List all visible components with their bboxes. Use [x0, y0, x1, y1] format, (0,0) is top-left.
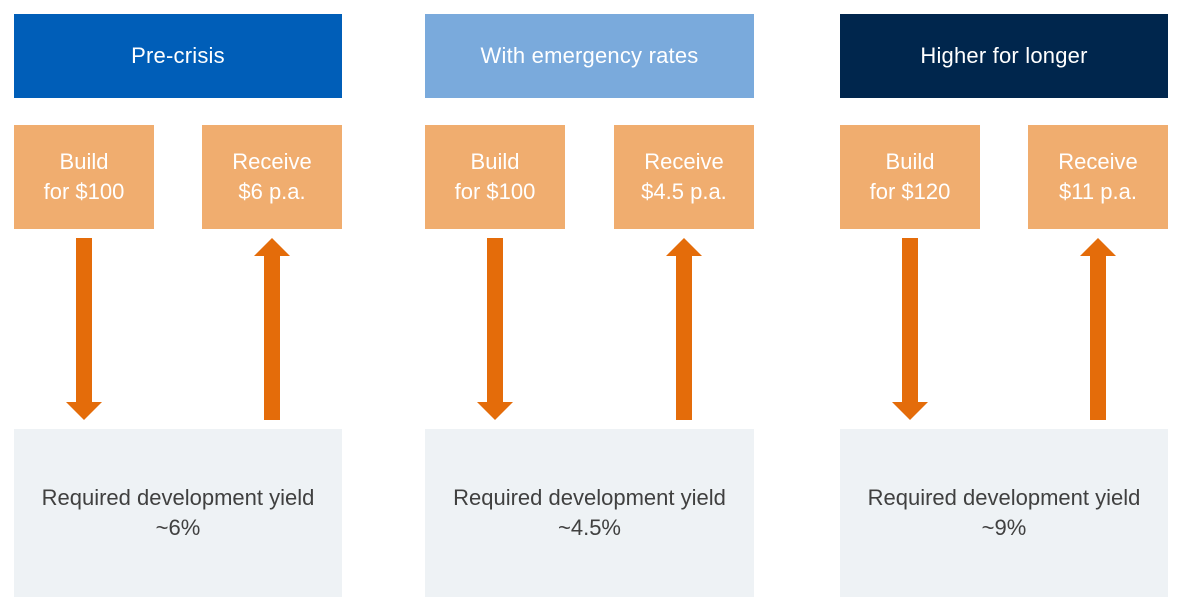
required-yield-box: Required development yield ~6% — [14, 429, 342, 597]
arrow-down-icon — [66, 238, 102, 420]
scenario-emergency-rates: With emergency rates Build for $100 Rece… — [425, 0, 754, 612]
build-label: Build — [470, 149, 520, 174]
receive-label: Receive — [644, 149, 724, 174]
receive-label: Receive — [1058, 149, 1138, 174]
arrow-up-icon — [1080, 238, 1116, 420]
build-label: Build — [885, 149, 935, 174]
required-yield-box: Required development yield ~4.5% — [425, 429, 754, 597]
scenario-header: Higher for longer — [840, 14, 1168, 98]
receive-amount: $4.5 p.a. — [641, 179, 727, 204]
arrow-up-icon — [666, 238, 702, 420]
receive-income-box: Receive $6 p.a. — [202, 125, 342, 229]
required-yield-label: Required development yield — [867, 485, 1141, 510]
build-amount: for $120 — [869, 179, 951, 204]
scenario-header: Pre-crisis — [14, 14, 342, 98]
scenario-header-label: With emergency rates — [480, 43, 699, 68]
receive-label: Receive — [232, 149, 312, 174]
build-amount: for $100 — [454, 179, 536, 204]
build-label: Build — [59, 149, 109, 174]
required-yield-value: ~6% — [155, 515, 201, 540]
receive-amount: $6 p.a. — [238, 179, 306, 204]
scenario-header-label: Higher for longer — [920, 43, 1088, 68]
build-cost-box: Build for $100 — [425, 125, 565, 229]
receive-income-box: Receive $4.5 p.a. — [614, 125, 754, 229]
receive-income-box: Receive $11 p.a. — [1028, 125, 1168, 229]
build-cost-box: Build for $100 — [14, 125, 154, 229]
arrow-up-icon — [254, 238, 290, 420]
required-yield-value: ~9% — [981, 515, 1027, 540]
build-amount: for $100 — [43, 179, 125, 204]
scenario-header: With emergency rates — [425, 14, 754, 98]
required-yield-label: Required development yield — [453, 485, 726, 510]
receive-amount: $11 p.a. — [1059, 179, 1137, 204]
arrow-down-icon — [477, 238, 513, 420]
arrow-down-icon — [892, 238, 928, 420]
required-yield-label: Required development yield — [41, 485, 315, 510]
scenario-header-label: Pre-crisis — [131, 43, 225, 68]
required-yield-value: ~4.5% — [558, 515, 621, 540]
scenario-higher-for-longer: Higher for longer Build for $120 Receive… — [840, 0, 1168, 612]
scenario-pre-crisis: Pre-crisis Build for $100 Receive $6 p.a… — [14, 0, 342, 612]
build-cost-box: Build for $120 — [840, 125, 980, 229]
required-yield-box: Required development yield ~9% — [840, 429, 1168, 597]
